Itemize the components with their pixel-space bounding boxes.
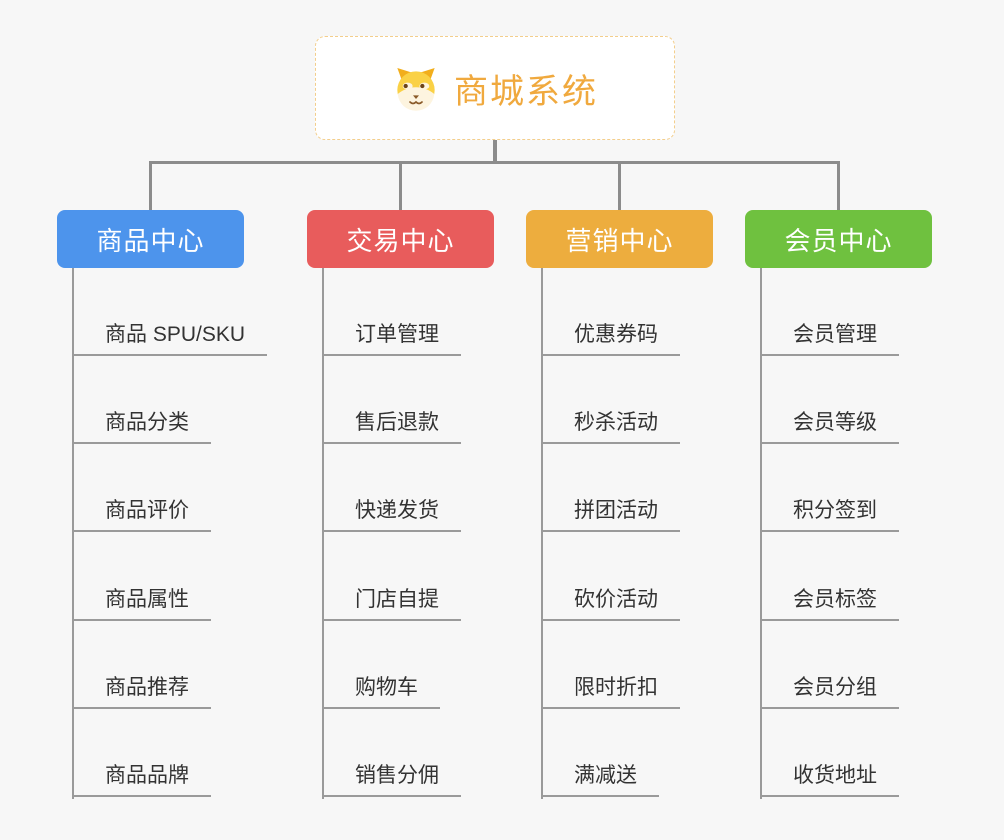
- child-topic-label: 会员等级: [793, 411, 877, 434]
- child-topic[interactable]: 限时折扣: [541, 671, 680, 709]
- child-topic[interactable]: 拼团活动: [541, 494, 680, 532]
- branch-node-2[interactable]: 营销中心: [526, 210, 713, 268]
- branch-spine-line: [72, 268, 74, 799]
- child-topic[interactable]: 售后退款: [322, 406, 461, 444]
- child-topic[interactable]: 会员等级: [760, 406, 899, 444]
- child-topic-label: 售后退款: [355, 411, 439, 434]
- branch-node-0[interactable]: 商品中心: [57, 210, 244, 268]
- child-topic-label: 购物车: [355, 676, 418, 699]
- child-topic-label: 商品推荐: [105, 676, 189, 699]
- child-topic-label: 销售分佣: [355, 764, 439, 787]
- child-topic-label: 商品分类: [105, 411, 189, 434]
- child-topic[interactable]: 商品推荐: [72, 671, 211, 709]
- branch-connector-line: [618, 161, 621, 212]
- child-topic[interactable]: 满减送: [541, 759, 659, 797]
- child-topic[interactable]: 销售分佣: [322, 759, 461, 797]
- branch-connector-line: [399, 161, 402, 212]
- branch-node-1[interactable]: 交易中心: [307, 210, 494, 268]
- child-topic[interactable]: 订单管理: [322, 318, 461, 356]
- child-topic-label: 拼团活动: [574, 499, 658, 522]
- child-topic[interactable]: 优惠券码: [541, 318, 680, 356]
- child-topic-label: 商品 SPU/SKU: [105, 323, 246, 346]
- branch-node-3[interactable]: 会员中心: [745, 210, 932, 268]
- branch-connector-line: [149, 161, 152, 212]
- child-topic-label: 商品品牌: [105, 764, 189, 787]
- branch-spine-line: [760, 268, 762, 799]
- child-topic[interactable]: 门店自提: [322, 583, 461, 621]
- child-topic-label: 秒杀活动: [574, 411, 658, 434]
- child-topic[interactable]: 商品分类: [72, 406, 211, 444]
- branch-label: 商品中心: [96, 225, 205, 256]
- child-topic-label: 门店自提: [355, 588, 439, 611]
- child-topic[interactable]: 商品属性: [72, 583, 211, 621]
- branch-label: 会员中心: [784, 225, 893, 256]
- child-topic-label: 满减送: [574, 764, 637, 787]
- branch-spine-line: [541, 268, 543, 799]
- child-topic-label: 会员标签: [793, 588, 877, 611]
- child-topic[interactable]: 商品品牌: [72, 759, 211, 797]
- child-topic-label: 商品评价: [105, 499, 189, 522]
- branch-connector-line: [837, 161, 840, 212]
- child-topic[interactable]: 购物车: [322, 671, 440, 709]
- child-topic-label: 砍价活动: [574, 588, 658, 611]
- child-topic-label: 快递发货: [355, 499, 439, 522]
- child-topic[interactable]: 收货地址: [760, 759, 899, 797]
- child-topic-label: 会员分组: [793, 676, 877, 699]
- child-topic[interactable]: 商品 SPU/SKU: [72, 318, 268, 356]
- child-topic[interactable]: 快递发货: [322, 494, 461, 532]
- child-topic[interactable]: 会员管理: [760, 318, 899, 356]
- child-topic[interactable]: 会员分组: [760, 671, 899, 709]
- child-topic-label: 订单管理: [355, 323, 439, 346]
- dog-face-icon: [392, 64, 440, 112]
- branch-label: 营销中心: [565, 225, 674, 256]
- root-node[interactable]: 商城系统: [315, 36, 675, 140]
- child-topic-label: 限时折扣: [574, 676, 658, 699]
- child-topic-label: 积分签到: [793, 499, 877, 522]
- child-topic[interactable]: 商品评价: [72, 494, 211, 532]
- branch-spine-line: [322, 268, 324, 799]
- branch-label: 交易中心: [346, 225, 455, 256]
- child-topic-label: 收货地址: [793, 764, 877, 787]
- child-topic[interactable]: 会员标签: [760, 583, 899, 621]
- child-topic-label: 会员管理: [793, 323, 877, 346]
- child-topic[interactable]: 积分签到: [760, 494, 899, 532]
- child-topic-label: 商品属性: [105, 588, 189, 611]
- child-topic[interactable]: 砍价活动: [541, 583, 680, 621]
- child-topic[interactable]: 秒杀活动: [541, 406, 680, 444]
- root-connector-line: [493, 140, 497, 164]
- root-title: 商城系统: [454, 72, 598, 111]
- bus-connector-line: [149, 161, 840, 164]
- child-topic-label: 优惠券码: [574, 323, 658, 346]
